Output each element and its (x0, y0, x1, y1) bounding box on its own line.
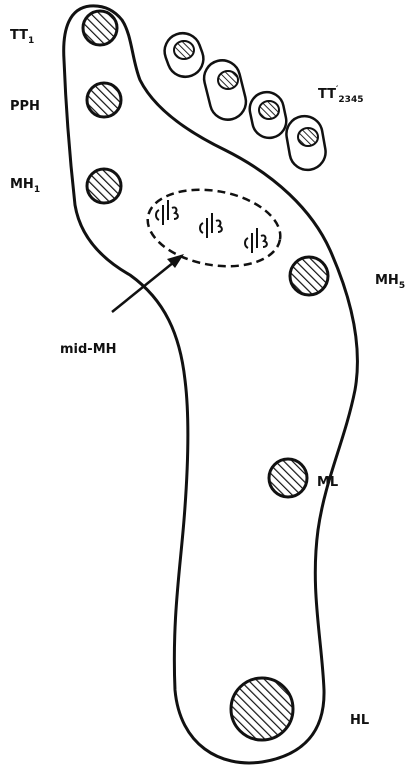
label-ml: ML (317, 475, 338, 490)
label-pph: PPH (10, 99, 40, 114)
sensor-tt1 (83, 11, 117, 45)
sensor-mh1 (87, 169, 121, 203)
sensor-pph (87, 83, 121, 117)
label-hl: HL (350, 713, 369, 728)
label-mh1: MH1 (10, 177, 40, 195)
label-mh5: MH5 (375, 273, 405, 291)
label-mid-mh: mid-MH (60, 342, 117, 357)
toe-3 (200, 57, 249, 124)
toe-2 (160, 28, 209, 82)
toe-5 (284, 113, 329, 172)
toe-4 (247, 89, 290, 141)
sensor-ml (269, 459, 307, 497)
label-tt1: TT1 (10, 28, 34, 46)
sensor-hl (231, 678, 293, 740)
label-tt2345: TT′2345 (318, 85, 363, 105)
sensor-mh5 (290, 257, 328, 295)
